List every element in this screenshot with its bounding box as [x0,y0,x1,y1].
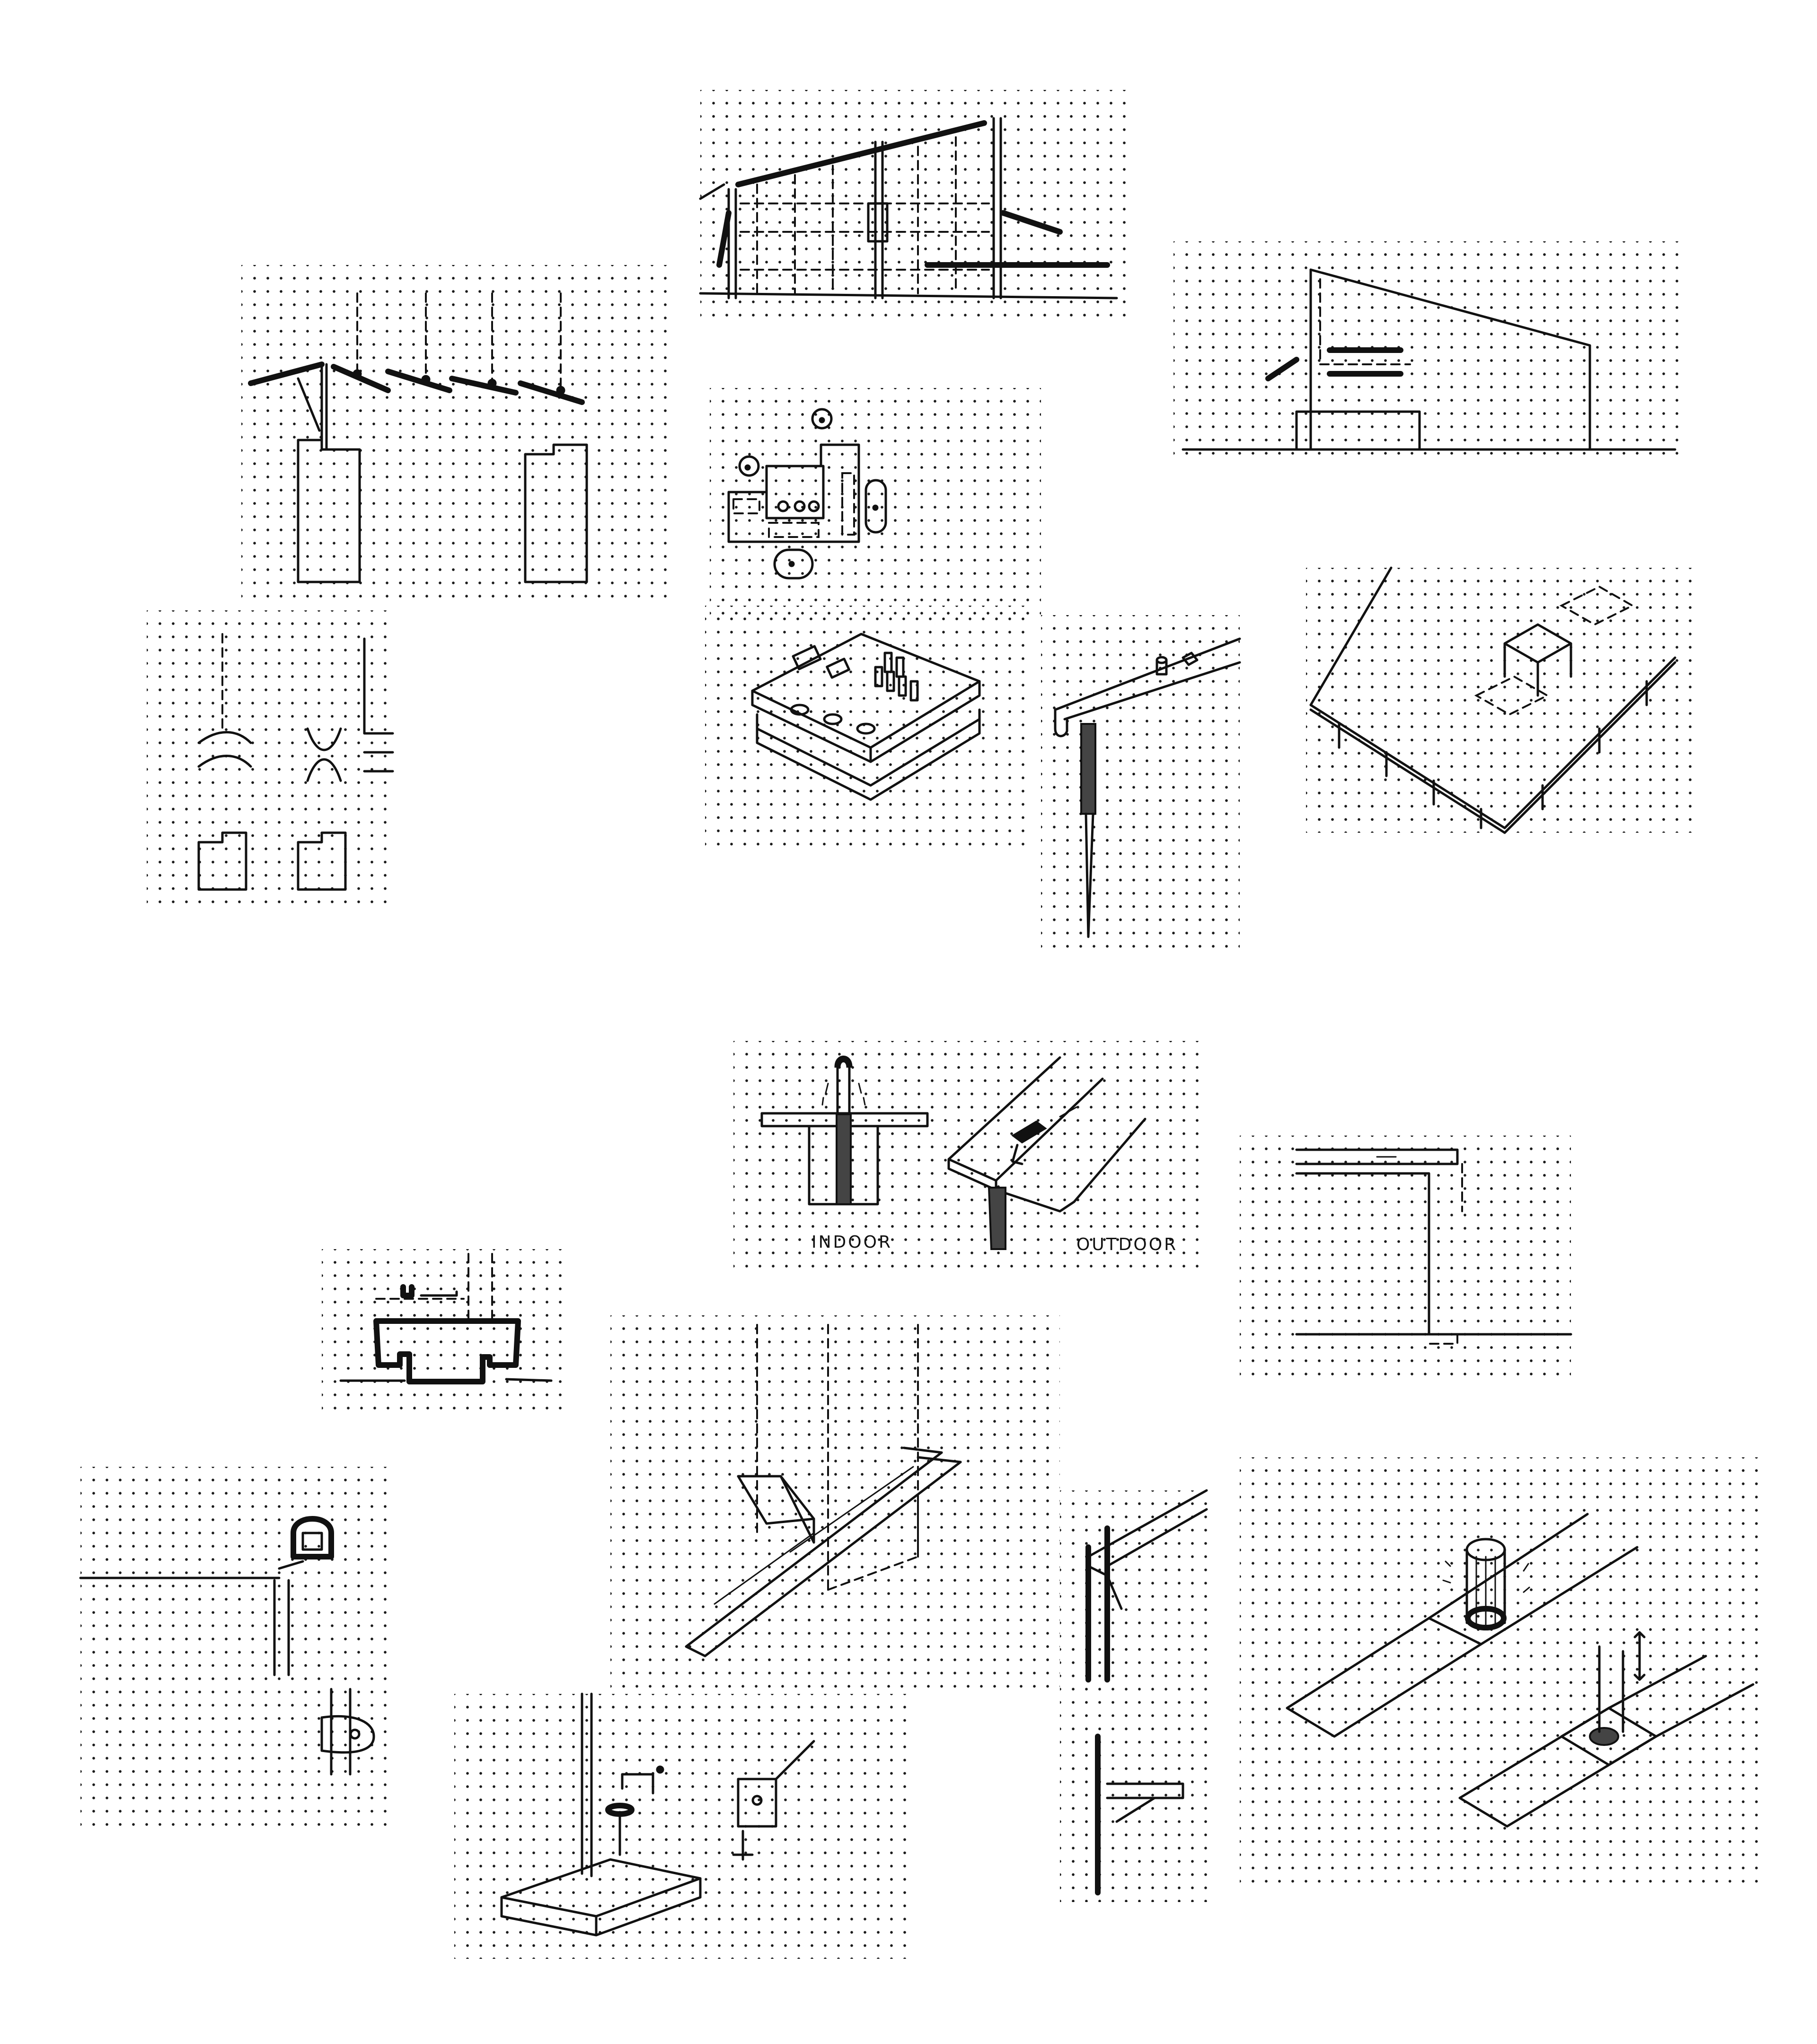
section-overhang-panel [1240,1136,1572,1382]
axo-bench-drawing [1085,1489,1208,1895]
indoor-joint [760,1056,929,1206]
axo-bench-panel [1060,1489,1216,1902]
louver-pivots-drawing [197,633,394,891]
axo-skylight-frame-panel [610,1315,1060,1694]
section-sloped-roof-panel [1173,241,1685,464]
outdoor-label: OUTDOOR [1076,1235,1178,1254]
axo-platform-drawing [1309,566,1676,834]
axo-bollards-drawing [1286,1513,1755,1828]
section-u-profile-drawing [339,1253,553,1384]
section-louvers-panel [241,265,667,606]
axo-table-panel [705,606,1027,852]
section-u-profile-panel [322,1249,568,1410]
section-overhang-drawing [1295,1148,1572,1345]
indoor-outdoor-drawing [760,1056,1147,1250]
axo-planter-tap-drawing [500,1692,815,1937]
indoor-label: INDOOR [811,1233,892,1252]
cylinder-group [874,652,919,702]
detail-lock-panel [79,1467,388,1826]
section-clerestory-drawing [699,117,1118,300]
indoor-outdoor-panel: INDOOR OUTDOOR [733,1041,1207,1278]
plan-diagram-panel [710,388,1041,615]
axo-bollards-panel [1240,1457,1760,1883]
axo-beam-post-panel [1041,615,1241,956]
outdoor-joint [947,1056,1147,1250]
axo-platform-panel [1306,566,1699,834]
louver-pivots-panel [147,610,394,904]
section-sloped-roof-drawing [1182,268,1676,451]
detail-lock-drawing [79,1516,375,1776]
axo-skylight-frame-drawing [685,1324,962,1657]
section-louvers-drawing [248,292,588,583]
axo-table-drawing [751,633,981,801]
section-clerestory-panel [699,90,1126,317]
axo-beam-post-drawing [1054,637,1241,938]
axo-planter-tap-panel [454,1692,908,1959]
plan-diagram-drawing [727,408,887,580]
